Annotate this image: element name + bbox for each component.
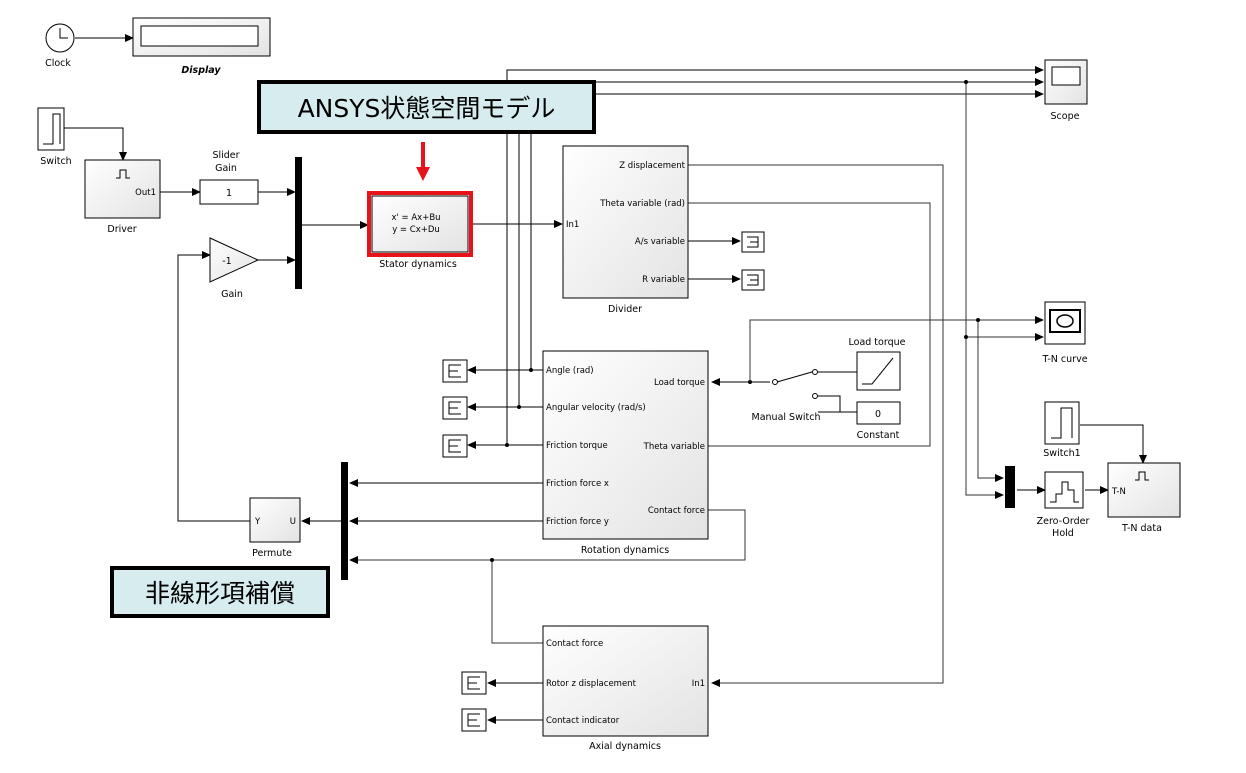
nonlinear-callout-text: 非線形項補償 — [144, 579, 295, 608]
zoh-block[interactable]: Zero-Order Hold — [1037, 471, 1090, 539]
state-space-eq1: x' = Ax+Bu — [391, 213, 440, 223]
state-space-block[interactable]: x' = Ax+Bu y = Cx+Du Stator dynamics — [367, 191, 473, 270]
divider-label: Divider — [608, 304, 642, 315]
rotation-dynamics-block[interactable]: Angle (rad) Angular velocity (rad/s) Fri… — [542, 350, 709, 556]
slider-gain-block[interactable]: Slider Gain 1 — [199, 150, 259, 205]
constant-block[interactable]: 0 Constant — [856, 401, 901, 441]
axial-out-1: Rotor z displacement — [546, 679, 637, 689]
rotation-out-2: Friction torque — [546, 441, 608, 451]
state-space-highlight — [367, 191, 473, 257]
ansys-callout-text: ANSYS状態空間モデル — [297, 94, 556, 123]
driver-block[interactable]: Out1 Driver — [84, 159, 161, 235]
axial-out-0: Contact force — [546, 639, 603, 649]
constant-label: Constant — [857, 430, 900, 441]
axial-in-port: In1 — [692, 679, 705, 689]
terminator-block[interactable] — [461, 671, 487, 695]
axial-dynamics-label: Axial dynamics — [589, 741, 661, 752]
ansys-callout: ANSYS状態空間モデル — [257, 80, 596, 134]
rotation-out-3: Friction force x — [546, 479, 609, 489]
tn-mux-bar[interactable] — [1005, 466, 1015, 508]
display-label: Display — [181, 65, 221, 76]
display-block[interactable]: Display — [132, 17, 271, 76]
tn-curve-block[interactable]: T-N curve — [1041, 301, 1088, 365]
input-mux-bar[interactable] — [295, 157, 302, 289]
manual-switch-block[interactable]: Manual Switch — [752, 369, 857, 424]
terminator-block[interactable] — [442, 434, 468, 458]
constant-value: 0 — [875, 409, 881, 420]
terminator-block[interactable] — [442, 359, 468, 383]
switch1-label: Switch1 — [1043, 448, 1080, 459]
permute-u-port: U — [290, 517, 296, 527]
slider-gain-label-line1: Slider — [212, 150, 239, 161]
rotation-out-0: Angle (rad) — [546, 366, 594, 376]
permute-y-port: Y — [254, 517, 261, 527]
driver-out-port: Out1 — [135, 188, 156, 198]
permute-block[interactable]: Y U Permute — [249, 497, 301, 559]
switch-label: Switch — [40, 156, 71, 167]
stator-dynamics-label: Stator dynamics — [379, 259, 457, 270]
tn-data-port: T-N — [1111, 487, 1126, 497]
rotation-out-1: Angular velocity (rad/s) — [546, 403, 646, 413]
axial-dynamics-block[interactable]: Contact force Rotor z displacement Conta… — [542, 625, 709, 752]
gain-value: -1 — [222, 256, 231, 267]
terminator-block[interactable] — [442, 396, 468, 420]
divider-in-port: In1 — [566, 220, 579, 230]
divider-out-3: R variable — [642, 275, 685, 285]
clock-label: Clock — [45, 58, 71, 69]
driver-label: Driver — [107, 224, 136, 235]
nonlinear-callout: 非線形項補償 — [110, 566, 330, 618]
rotation-in-2: Contact force — [648, 506, 705, 516]
switch1-block[interactable]: Switch1 — [1043, 401, 1081, 459]
zoh-label-line1: Zero-Order — [1037, 516, 1090, 527]
load-torque-block[interactable]: Load torque — [849, 337, 906, 391]
rotation-in-0: Load torque — [654, 378, 705, 388]
nonlinear-mux-bar[interactable] — [341, 462, 348, 580]
tn-data-block[interactable]: T-N T-N data — [1107, 462, 1181, 534]
terminator-block[interactable] — [461, 708, 487, 732]
axial-out-2: Contact indicator — [546, 716, 620, 726]
terminator-block[interactable] — [741, 269, 765, 291]
gain-block[interactable]: -1 Gain — [209, 237, 260, 300]
state-space-eq2: y = Cx+Du — [392, 225, 440, 235]
divider-out-2: A/s variable — [635, 237, 685, 247]
divider-block[interactable]: In1 Z displacement Theta variable (rad) … — [562, 145, 689, 315]
permute-label: Permute — [252, 548, 292, 559]
scope-label: Scope — [1051, 111, 1080, 122]
rotation-out-4: Friction force y — [546, 517, 609, 527]
rotation-in-1: Theta variable — [643, 442, 705, 452]
slider-gain-value: 1 — [226, 188, 232, 199]
tn-data-label: T-N data — [1121, 523, 1162, 534]
load-torque-label: Load torque — [849, 337, 906, 348]
manual-switch-label: Manual Switch — [752, 412, 821, 423]
scope-block[interactable]: Scope — [1044, 59, 1088, 122]
zoh-label-line2: Hold — [1052, 528, 1074, 539]
slider-gain-label-line2: Gain — [215, 163, 237, 174]
tn-curve-label: T-N curve — [1041, 354, 1087, 365]
gain-label: Gain — [221, 289, 243, 300]
terminator-block[interactable] — [741, 231, 765, 253]
divider-out-0: Z displacement — [619, 161, 685, 171]
rotation-dynamics-label: Rotation dynamics — [581, 545, 669, 556]
signal-lines — [62, 34, 1147, 724]
switch-block[interactable]: Switch — [37, 107, 72, 167]
divider-out-1: Theta variable (rad) — [599, 199, 685, 209]
clock-block[interactable]: Clock — [45, 23, 75, 69]
